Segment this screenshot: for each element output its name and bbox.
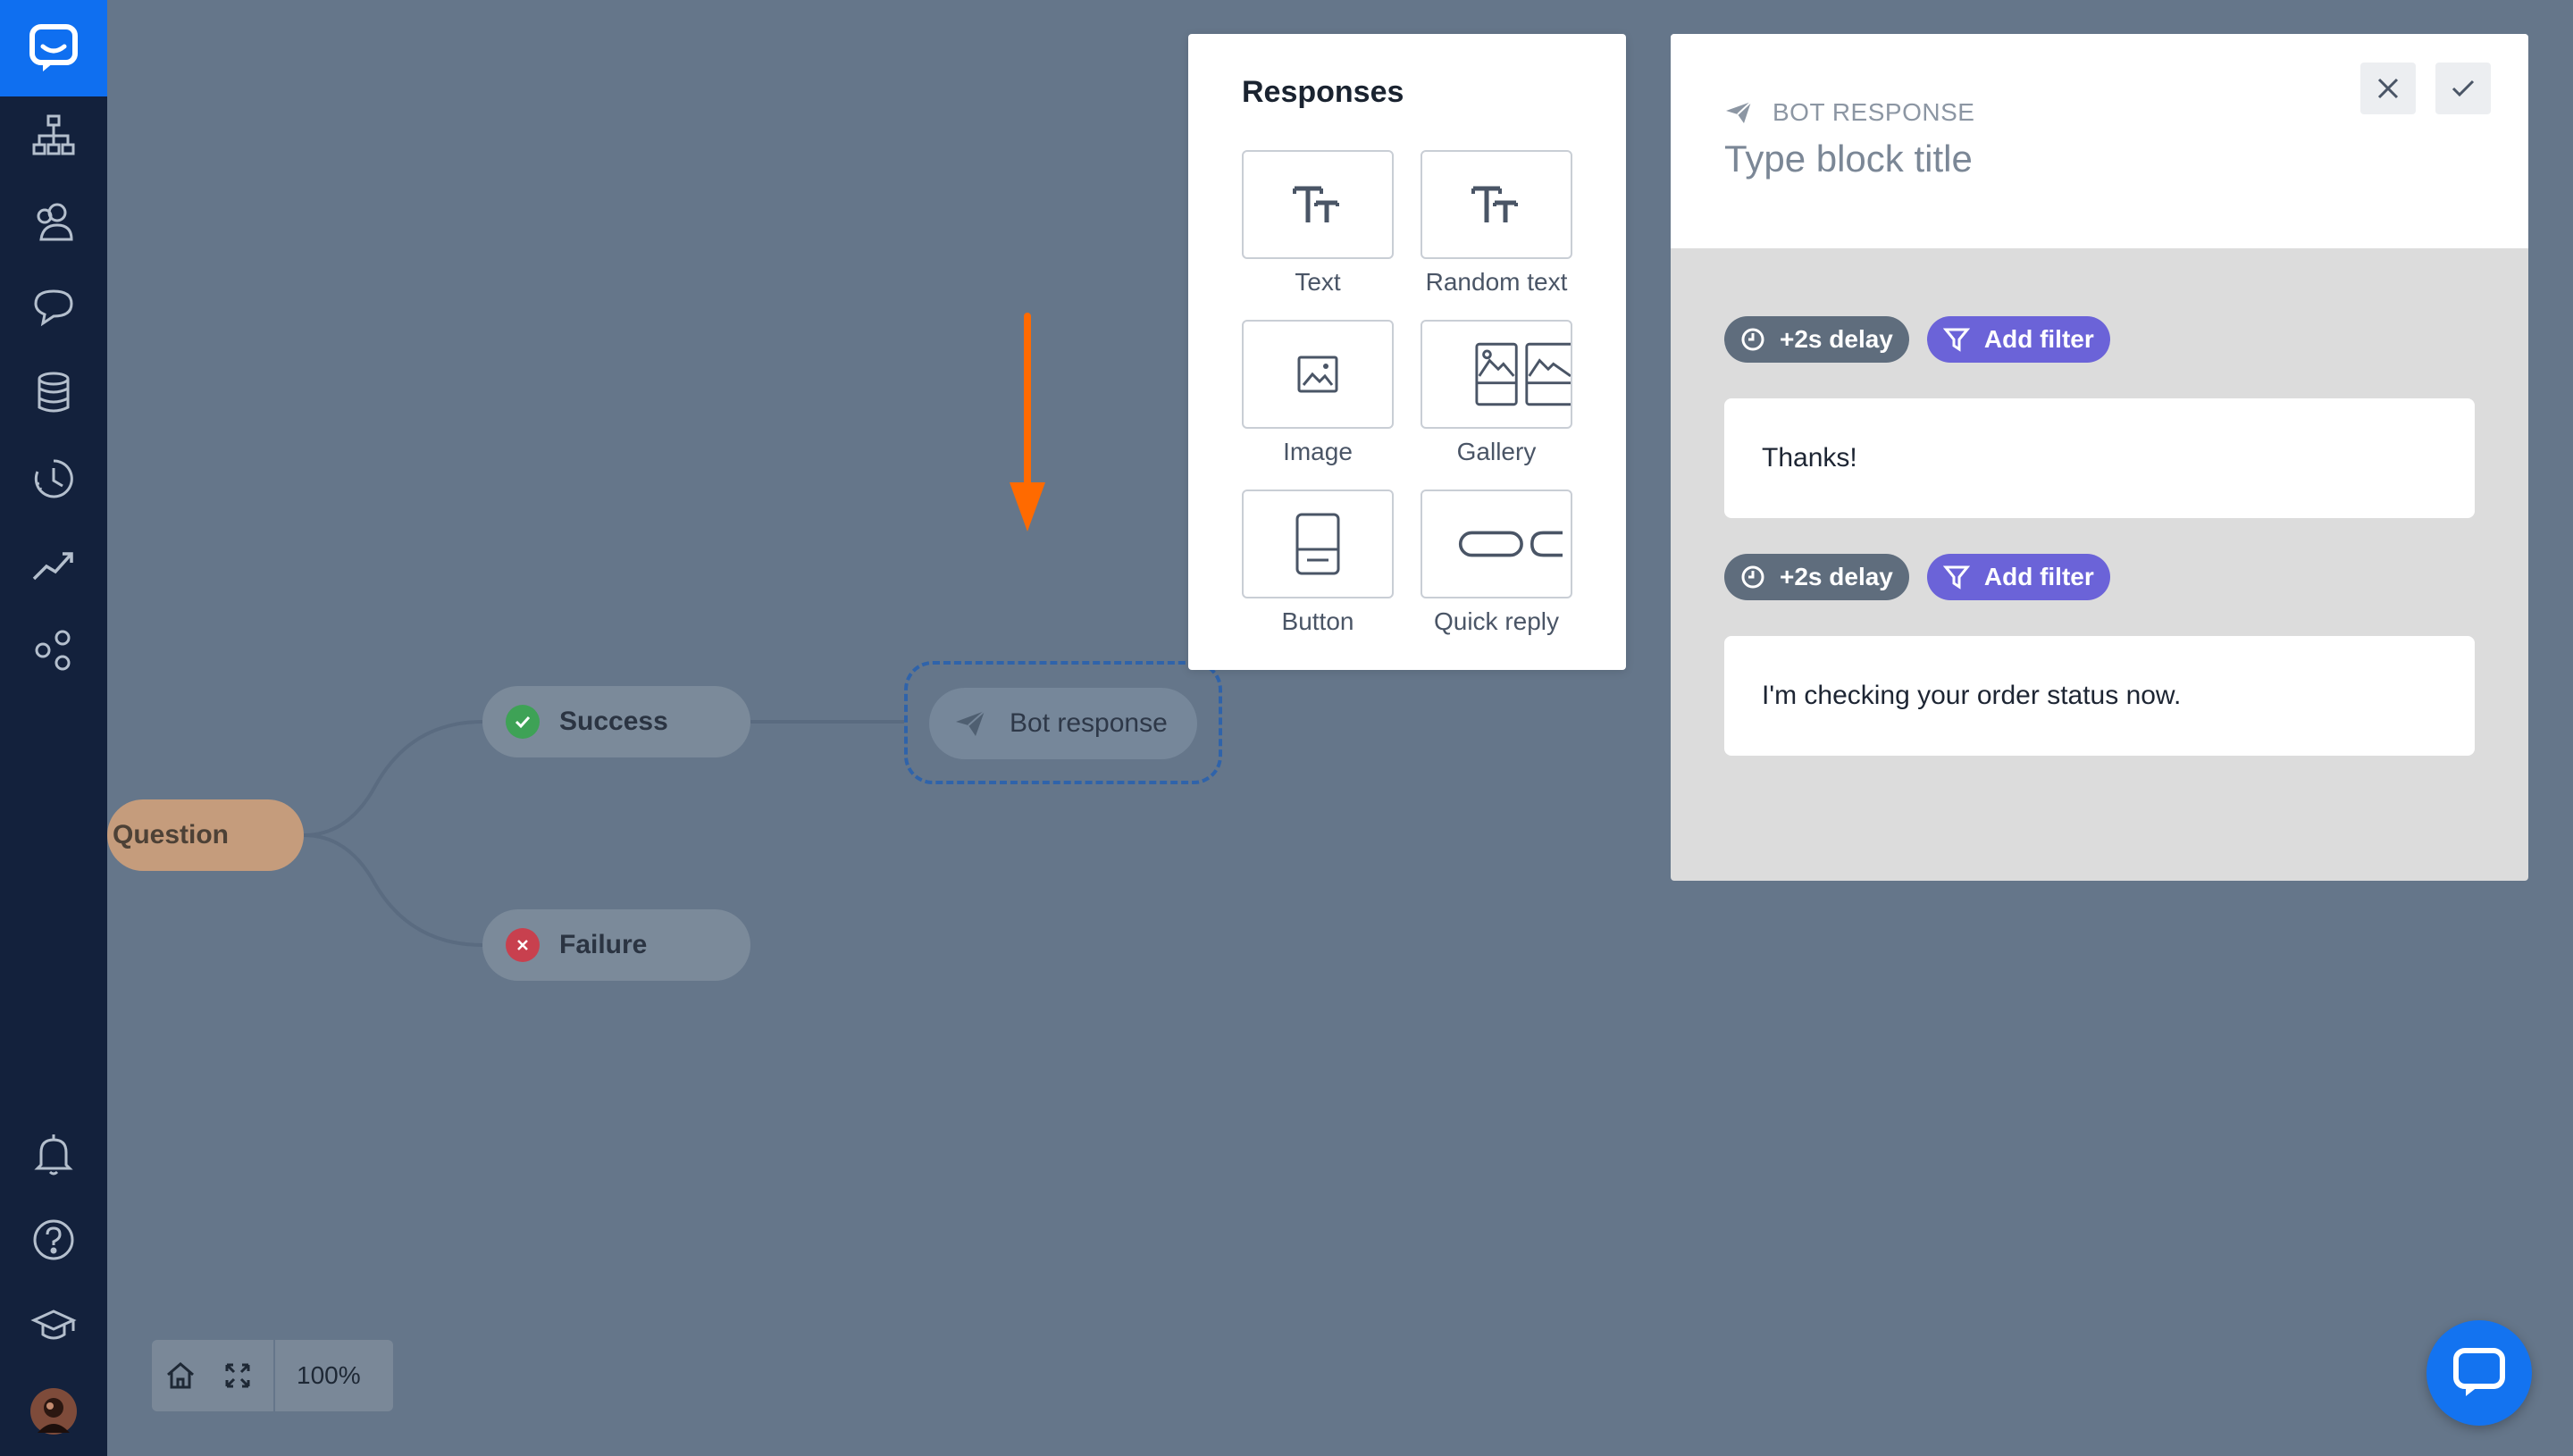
history-icon[interactable] xyxy=(27,452,80,506)
avatar[interactable] xyxy=(27,1385,80,1438)
sidebar xyxy=(0,0,107,1456)
zoom-level[interactable]: 100% xyxy=(297,1361,361,1389)
help-icon[interactable] xyxy=(27,1213,80,1267)
image-icon xyxy=(1242,320,1394,429)
filter-icon xyxy=(1942,328,1970,352)
academy-icon[interactable] xyxy=(27,1299,80,1352)
success-label: Success xyxy=(559,707,668,736)
bot-response-node[interactable]: Bot response xyxy=(929,688,1197,759)
tile-label: Button xyxy=(1281,607,1354,635)
add-filter-button[interactable]: Add filter xyxy=(1926,316,2110,363)
panel-kicker-label: BOT RESPONSE xyxy=(1773,98,1975,126)
send-icon xyxy=(956,710,985,736)
analytics-icon[interactable] xyxy=(27,538,80,591)
add-filter-label: Add filter xyxy=(1983,325,2094,353)
responses-title: Responses xyxy=(1242,75,1404,109)
message-text: Thanks! xyxy=(1762,443,1857,473)
cross-icon xyxy=(506,928,540,962)
send-icon xyxy=(1726,101,1752,123)
close-icon xyxy=(2377,78,2399,99)
tile-image[interactable]: Image xyxy=(1242,320,1394,466)
panel-kicker: BOT RESPONSE xyxy=(1724,98,1974,127)
selected-block-frame xyxy=(904,661,1222,784)
random-text-icon xyxy=(1421,150,1572,259)
delay-pill[interactable]: +2s delay xyxy=(1724,316,1909,363)
integrations-icon[interactable] xyxy=(27,623,80,677)
add-filter-label: Add filter xyxy=(1983,563,2094,590)
annotation-arrow-down xyxy=(1010,313,1045,531)
close-button[interactable] xyxy=(2360,63,2416,114)
button-icon xyxy=(1242,490,1394,598)
block-title-input[interactable]: Type block title xyxy=(1724,138,1973,180)
tile-label: Text xyxy=(1295,268,1341,296)
home-icon xyxy=(167,1362,194,1389)
tile-label: Gallery xyxy=(1456,438,1537,465)
bot-response-label: Bot response xyxy=(1010,708,1168,738)
users-icon[interactable] xyxy=(27,195,80,248)
message-controls: +2s delay Add filter xyxy=(1724,554,2110,600)
toolbar-divider xyxy=(273,1340,275,1411)
question-label: Question xyxy=(113,820,230,849)
tile-random-text[interactable]: Random text xyxy=(1421,150,1572,297)
failure-label: Failure xyxy=(559,930,648,959)
tile-text[interactable]: Text xyxy=(1242,150,1394,297)
check-icon xyxy=(506,705,540,739)
confirm-button[interactable] xyxy=(2435,63,2491,114)
responses-popup: Responses Text Random text Image Gallery… xyxy=(1188,34,1626,670)
bell-icon[interactable] xyxy=(27,1127,80,1181)
failure-node[interactable]: Failure xyxy=(482,909,750,981)
message-controls: +2s delay Add filter xyxy=(1724,316,2110,363)
hierarchy-icon[interactable] xyxy=(27,109,80,163)
chat-logo-icon[interactable] xyxy=(0,0,107,96)
filter-icon xyxy=(1942,565,1970,590)
delay-label: +2s delay xyxy=(1780,325,1893,353)
chat-bubbles-icon[interactable] xyxy=(27,280,80,334)
tile-label: Quick reply xyxy=(1433,607,1560,635)
add-filter-button[interactable]: Add filter xyxy=(1926,554,2110,600)
tile-label: Random text xyxy=(1425,268,1568,296)
delay-pill[interactable]: +2s delay xyxy=(1724,554,1909,600)
tile-label: Image xyxy=(1283,438,1353,465)
tile-button[interactable]: Button xyxy=(1242,490,1394,636)
message-text: I'm checking your order status now. xyxy=(1762,681,2182,710)
clock-icon xyxy=(1741,328,1764,351)
bot-response-panel: BOT RESPONSE Type block title +2s delay … xyxy=(1671,34,2528,881)
tile-quick-reply[interactable]: Quick reply xyxy=(1421,490,1572,636)
success-node[interactable]: Success xyxy=(482,686,750,757)
tile-gallery[interactable]: Gallery xyxy=(1421,320,1572,466)
quick-reply-icon xyxy=(1421,490,1572,598)
chat-icon xyxy=(2453,1348,2505,1396)
home-button[interactable] xyxy=(152,1340,209,1411)
text-icon xyxy=(1242,150,1394,259)
database-icon[interactable] xyxy=(27,366,80,420)
delay-label: +2s delay xyxy=(1780,563,1893,590)
expand-icon xyxy=(225,1363,250,1388)
canvas-toolbar: 100% xyxy=(152,1340,393,1411)
message-card[interactable]: Thanks! xyxy=(1724,398,2475,518)
question-node[interactable]: Question xyxy=(107,799,304,871)
gallery-icon xyxy=(1421,320,1572,429)
check-icon xyxy=(2451,79,2475,97)
clock-icon xyxy=(1741,565,1764,589)
message-card[interactable]: I'm checking your order status now. xyxy=(1724,636,2475,756)
chat-widget-button[interactable] xyxy=(2426,1320,2532,1426)
panel-header: BOT RESPONSE Type block title xyxy=(1671,34,2528,248)
fit-screen-button[interactable] xyxy=(209,1340,266,1411)
